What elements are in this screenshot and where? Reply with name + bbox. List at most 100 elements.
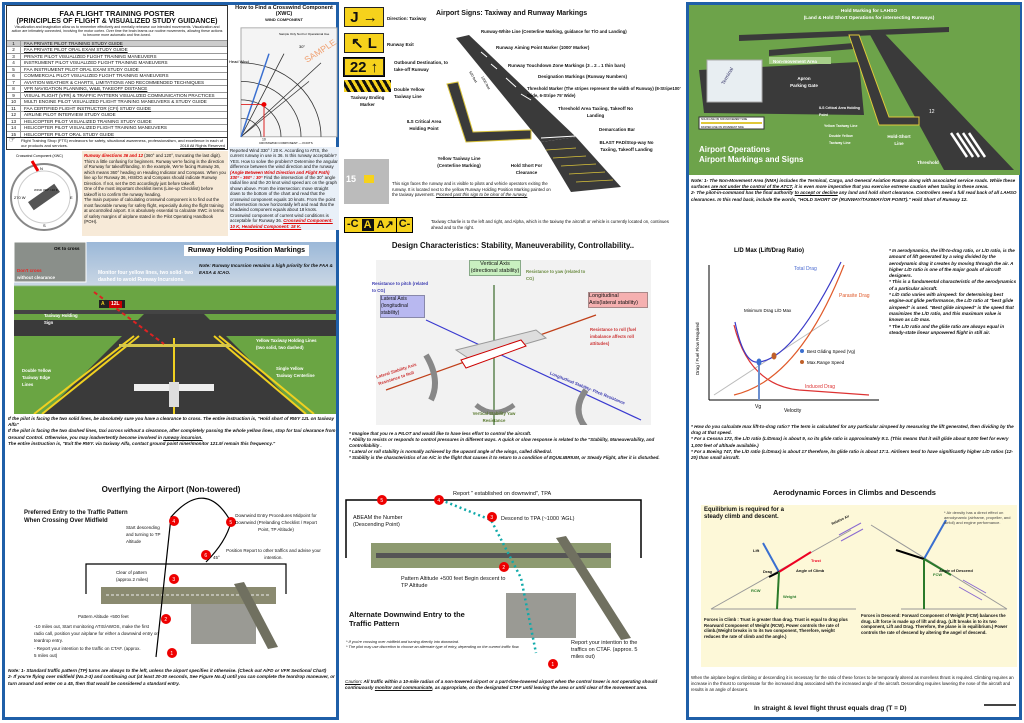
note1-u: are not under the control of the ATCT bbox=[711, 184, 792, 190]
weight-label: Weight bbox=[783, 594, 797, 599]
crosswind-chart-title: WIND COMPONENT bbox=[265, 17, 303, 23]
ld-side-notes: * In aerodynamics, the lift-to-drag rati… bbox=[889, 248, 1017, 336]
waypoint-marker bbox=[201, 550, 211, 560]
left-frame bbox=[2, 2, 339, 720]
apron-label: Apron Parking Gate bbox=[790, 76, 818, 88]
marker-label: 10 bbox=[262, 138, 266, 142]
guide-label: HELICOPTER PILOT VISUALIZED TRAINING STU… bbox=[24, 118, 152, 124]
guide-label: MULTI ENGINE PILOT VISUALIZED FLIGHT TRA… bbox=[24, 99, 207, 105]
guide-number: 2 bbox=[7, 47, 21, 53]
legend-best-glide-dot bbox=[800, 349, 804, 353]
holding-lines bbox=[119, 344, 231, 347]
traffic-pattern bbox=[85, 563, 287, 594]
parasite-drag-label: Parasite Drag bbox=[839, 293, 870, 299]
weight-vector bbox=[776, 571, 780, 610]
angle-label: 30° bbox=[299, 45, 306, 49]
caution-body-2: , as appropriate, on the designated CTAF… bbox=[432, 685, 648, 691]
holding-sign-note: Proceed past this sign to be clear of th… bbox=[435, 192, 528, 198]
induced-drag-curve bbox=[733, 324, 870, 396]
airport-layout: SOLID LINE ON NON-MOVEMENT SIDE DASHED L… bbox=[698, 27, 1014, 170]
guide-number: 15 bbox=[7, 131, 21, 138]
design-bullets: * Imagine that you re a PILOT and would … bbox=[349, 431, 679, 461]
note-line: * Ability to resists or responds to cont… bbox=[349, 437, 655, 448]
terminal-building bbox=[706, 59, 763, 103]
note1-a: Note: 1- The Non-Movement Area (NMA) inc… bbox=[691, 178, 1016, 190]
ld-chart-title: L/D Max (Lift/Drag Ratio) bbox=[734, 248, 804, 254]
guide-label: FAA INSTRUMENT PILOT ORAL EXAM STUDY GUI… bbox=[24, 66, 139, 72]
holding-note-2u: runway incursion. bbox=[163, 434, 203, 440]
pitch-arrow-icon bbox=[575, 388, 589, 430]
poster-subtitle: (PRINCIPLES OF FLIGHT & VISUALIZED STUDY… bbox=[16, 18, 218, 25]
lateral-axis-box: Lateral Axis (longitudinal stability) bbox=[380, 295, 425, 318]
callout-designation: Designation Markings (Runway Numbers) bbox=[538, 74, 628, 79]
location-sign-text: Taxiway Charlie is to the left and right… bbox=[431, 219, 669, 230]
holding-note-2: If the pilot is facing the two dashed li… bbox=[8, 428, 336, 440]
threshold-label: Threshold bbox=[917, 160, 939, 165]
compass-para-2: One of the most important checklist item… bbox=[84, 186, 214, 197]
compass-e: E bbox=[70, 195, 73, 200]
ils-label: ILS Critical Area Holding Point bbox=[819, 106, 860, 117]
double-yellow-label: Double Yellow Taxiway Line bbox=[829, 134, 853, 145]
note-line: * This is a fundamental characteristic o… bbox=[889, 279, 1017, 291]
wind-arrow-icon bbox=[30, 160, 40, 172]
taxiway-ending-marker bbox=[344, 80, 391, 92]
lift-label: Lift bbox=[753, 548, 760, 553]
outbound-sign-label: Outbound Destination, to take-off Runway bbox=[394, 60, 448, 72]
ctaf-label: Report your intention to the traffics on… bbox=[571, 640, 638, 660]
max-range-label: Max.Range Speed bbox=[807, 360, 845, 365]
clear-pattern-label: Clear of pattern (approx.2 miles) bbox=[116, 570, 149, 582]
guide-label: VFR NAVIGATION PLANNING, W&B, TAKEOFF DI… bbox=[24, 86, 148, 92]
airport-signs-panel: J → Direction: Taxiway ↖ L Runway Exit 2… bbox=[341, 2, 685, 238]
runway-direction-text: Runway directions 36 and 12 (360° and 12… bbox=[82, 151, 228, 236]
taxi-sign-label: Taxiway Holding Sign bbox=[44, 313, 78, 325]
caution-body: : All traffic within a 10-mile radius of… bbox=[345, 679, 658, 691]
note-line: * Lateral or roll stability is normally … bbox=[349, 449, 553, 454]
callout-threshold-area: Threshold Area Taxiing, Takeoff No Landi… bbox=[558, 106, 633, 118]
guide-number: 3 bbox=[7, 53, 21, 60]
waypoint-marker bbox=[487, 512, 497, 522]
pitch-label: Resistance to pitch (related to CG) bbox=[372, 281, 429, 293]
crosswind-chart: SAMPLE 30° Sample Only Not For Operation… bbox=[229, 27, 338, 145]
crosswind-result: Crosswind Component: 10 K, Headwind Comp… bbox=[230, 218, 333, 229]
callout-demarcation: Demarcation Bar bbox=[599, 127, 636, 132]
aero-panel: Aerodynamic Forces in Climbs and Descend… bbox=[689, 482, 1020, 718]
lahso-subtitle: (Land & Hold Short Operations for inters… bbox=[803, 16, 935, 21]
runway-graphic bbox=[28, 183, 60, 211]
exit-sign: ↖ L bbox=[344, 33, 384, 53]
sign-charlie-right: C- bbox=[395, 218, 413, 232]
chart-grid bbox=[240, 27, 338, 138]
holding-sign-desc: This sign faces the runway and is visibl… bbox=[392, 181, 551, 198]
climb-angle-label: Angle of Climb bbox=[796, 568, 825, 573]
big-title-2: Airport Markings and Signs bbox=[699, 155, 804, 164]
note-line: * For a Boeing 747, the L/D ratio (L/Dma… bbox=[691, 448, 1013, 461]
runway-number: 12 bbox=[929, 109, 935, 115]
compass-w: 270 W bbox=[14, 195, 26, 200]
guide-number: 11 bbox=[7, 105, 21, 112]
lahso-notes: Note: 1- The Non-Movement Area (NMA) inc… bbox=[691, 178, 1019, 203]
overfly-title: Overflying the Airport (Non-towered) bbox=[101, 485, 241, 494]
lahso-title-text: Hold Marking for LAHSO bbox=[840, 9, 898, 14]
guide-label: PRIVATE PILOT VISUALIZED FLIGHT TRAINING… bbox=[24, 53, 157, 59]
y-axis-label: Drag / Fuel Flow Required bbox=[695, 322, 700, 375]
big-title-1: Airport Operations bbox=[699, 145, 771, 154]
wind-label: WIND 330° / 20 K bbox=[34, 188, 58, 192]
aero-paragraph: When the airplane begins climbing or des… bbox=[691, 675, 1014, 692]
aero-title: Aerodynamic Forces in Climbs and Descend… bbox=[773, 488, 936, 497]
stability-axes bbox=[385, 285, 642, 430]
